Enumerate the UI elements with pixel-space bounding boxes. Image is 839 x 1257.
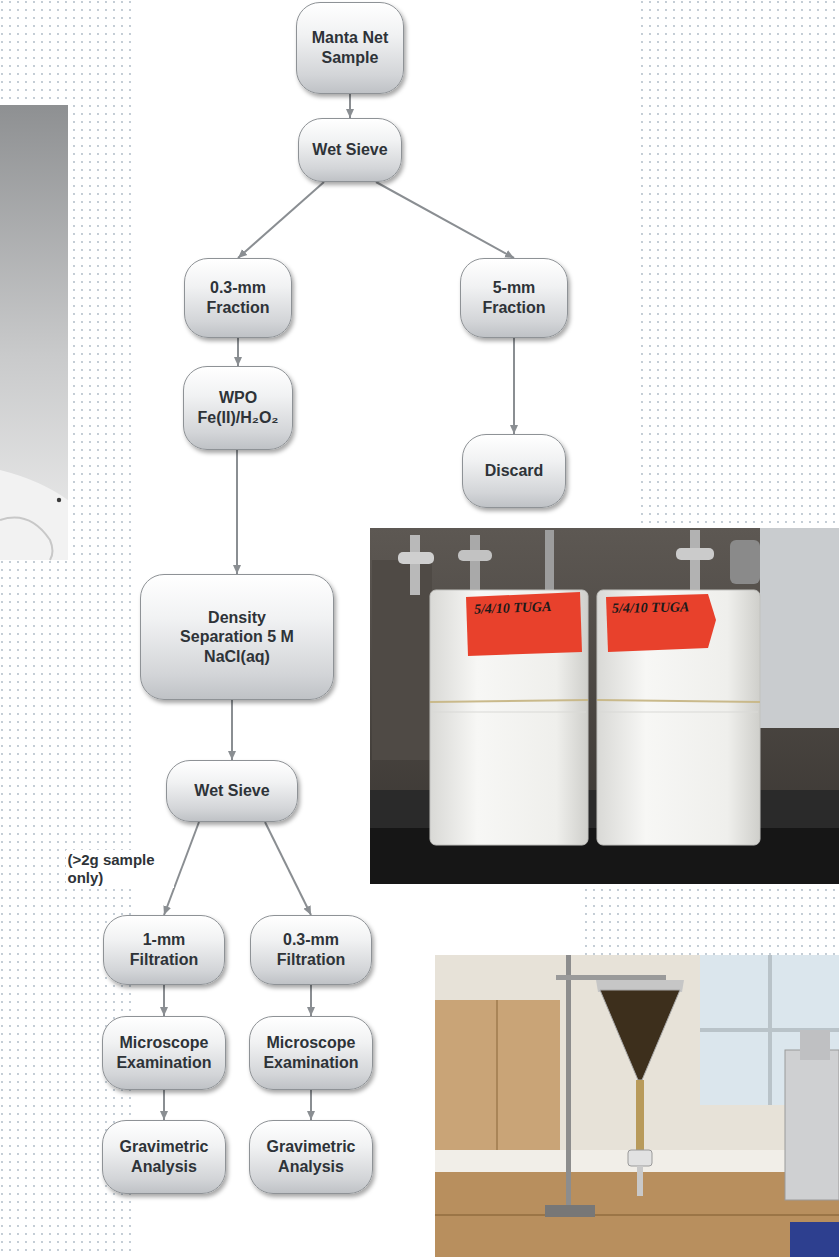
- box-text: Manta Net Sample: [305, 28, 395, 67]
- photo-shape: [640, 0, 839, 528]
- photo-shape: [730, 540, 760, 584]
- photo-shape: [636, 1080, 644, 1152]
- flow-arrow: [237, 338, 239, 366]
- box-text: Microscope Examination: [111, 1033, 217, 1072]
- box-text: 0.3-mm Fraction: [193, 278, 283, 317]
- photo-shape: [435, 1214, 839, 1216]
- photo-shape: [637, 1166, 643, 1196]
- box-text: Gravimetric Analysis: [258, 1137, 364, 1176]
- handwritten-label: 5/4/10 TUGA: [612, 599, 704, 617]
- flow-arrow: [231, 700, 233, 760]
- photo-shape: [597, 700, 760, 702]
- photo-shape: [545, 530, 554, 590]
- process-box: Wet Sieve: [298, 118, 402, 182]
- box-text: Wet Sieve: [312, 140, 387, 160]
- left-photo: [0, 105, 68, 560]
- photo-shape: [599, 712, 758, 713]
- photo-shape: [800, 1030, 830, 1060]
- flow-arrow: [513, 338, 515, 434]
- photo-shape: [466, 592, 582, 656]
- photo-shape: [410, 535, 420, 595]
- box-text: Wet Sieve: [194, 781, 269, 801]
- photo-shape: [566, 955, 571, 1215]
- photo-shape: [372, 560, 432, 760]
- photo-shape: [435, 1000, 560, 1150]
- handwritten-label: 5/4/10 TUGA: [474, 598, 575, 618]
- containers-photo: [370, 528, 839, 884]
- flow-arrow: [376, 182, 514, 258]
- process-box: 0.3-mm Fraction: [184, 258, 292, 338]
- photo-shape: [496, 1000, 498, 1150]
- box-text: 0.3-mm Filtration: [259, 930, 363, 969]
- photo-shape: [430, 590, 588, 845]
- process-box: Microscope Examination: [102, 1016, 226, 1090]
- flow-arrow: [265, 822, 311, 915]
- photo-shape: [676, 548, 714, 560]
- photo-shape: [432, 712, 586, 713]
- process-box: Density Separation 5 M NaCl(aq): [140, 574, 334, 700]
- photo-shape: [57, 498, 61, 502]
- process-box: 0.3-mm Filtration: [250, 915, 372, 985]
- flow-arrow: [310, 1090, 312, 1120]
- process-box: Microscope Examination: [249, 1016, 373, 1090]
- process-box: WPO Fe(II)/H₂O₂: [183, 366, 293, 450]
- flow-arrow: [236, 450, 238, 574]
- photo-shape: [0, 105, 68, 560]
- photo-shape: [458, 550, 492, 561]
- photo-shape: [0, 470, 68, 560]
- box-text: 1-mm Filtration: [112, 930, 216, 969]
- box-text: 5-mm Fraction: [469, 278, 559, 317]
- box-text: Density Separation 5 M NaCl(aq): [177, 608, 297, 667]
- process-box: Gravimetric Analysis: [102, 1120, 226, 1194]
- filtration-photo: [435, 955, 839, 1257]
- photo-shape: [690, 530, 700, 592]
- photo-shape: [606, 594, 716, 652]
- flow-arrow: [310, 985, 312, 1016]
- edge-label: (>2g sample only): [66, 850, 174, 888]
- photo-shape: [600, 990, 680, 1080]
- box-text: WPO Fe(II)/H₂O₂: [192, 388, 284, 427]
- photo-shape: [597, 590, 760, 845]
- flow-arrow: [163, 985, 165, 1016]
- flow-arrow: [349, 94, 351, 118]
- process-box: 1-mm Filtration: [103, 915, 225, 985]
- process-box: Wet Sieve: [166, 760, 298, 822]
- box-text: Microscope Examination: [258, 1033, 364, 1072]
- photo-shape: [790, 1222, 839, 1257]
- box-text: Gravimetric Analysis: [111, 1137, 217, 1176]
- box-text: Discard: [485, 461, 544, 481]
- photo-shape: [760, 528, 839, 728]
- photo-shape: [585, 884, 839, 955]
- photo-shape: [430, 700, 588, 702]
- photo-shape: [470, 535, 480, 590]
- flow-arrow: [238, 182, 324, 258]
- process-box: Gravimetric Analysis: [249, 1120, 373, 1194]
- photo-shape: [0, 518, 53, 561]
- photo-shape: [545, 1205, 595, 1217]
- process-box: Manta Net Sample: [296, 2, 404, 94]
- photo-shape: [785, 1050, 839, 1200]
- photo-shape: [370, 528, 839, 884]
- photo-shape: [556, 975, 666, 980]
- photo-shape: [435, 955, 839, 1257]
- photo-shape: [398, 552, 434, 564]
- process-box: Discard: [462, 434, 566, 508]
- flow-arrow: [163, 1090, 165, 1120]
- process-box: 5-mm Fraction: [460, 258, 568, 338]
- photo-shape: [628, 1150, 652, 1166]
